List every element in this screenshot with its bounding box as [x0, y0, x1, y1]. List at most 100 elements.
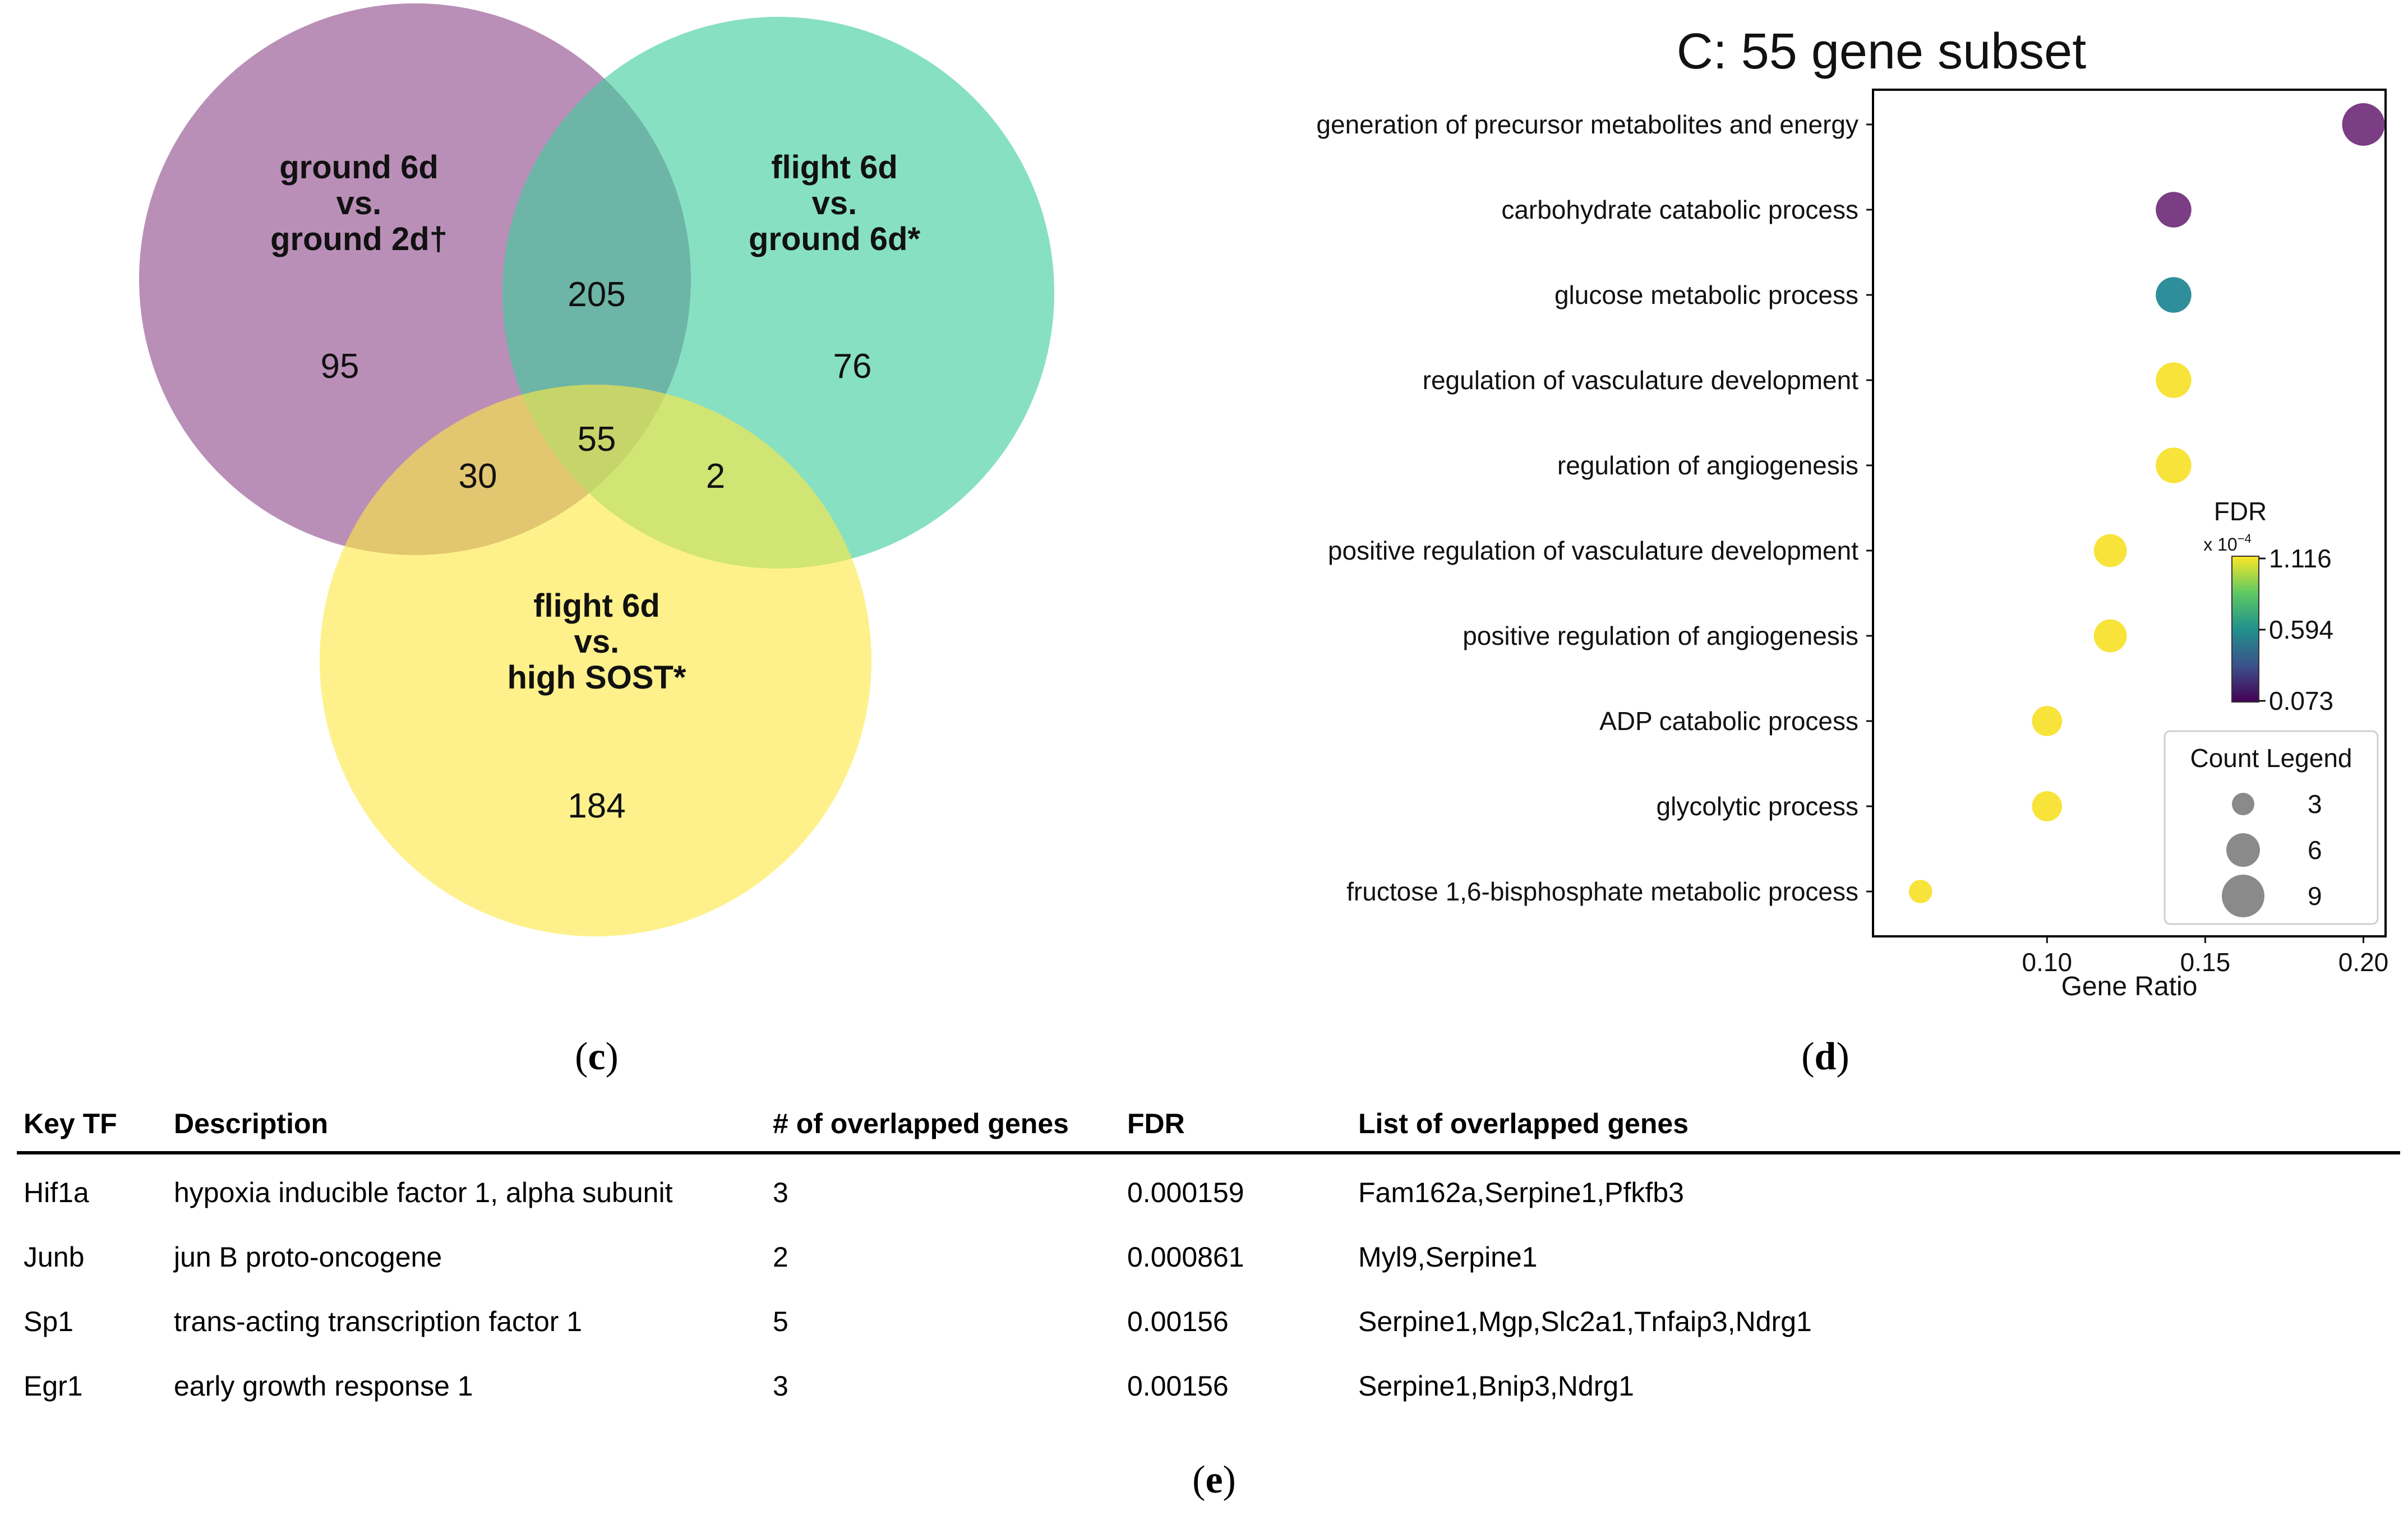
- venn-set3-label-line1: flight 6d: [533, 588, 660, 624]
- count-legend-title: Count Legend: [2190, 743, 2352, 773]
- category-label: positive regulation of angiogenesis: [1463, 621, 1858, 650]
- colorbar-multiplier-exponent: −4: [2238, 532, 2252, 546]
- venn-count-flight-ground-and-sost: 2: [706, 457, 725, 496]
- column-header-fdr: FDR: [1127, 1108, 1185, 1139]
- y-ticks: [1866, 123, 1873, 893]
- column-header-overlapped-genes: List of overlapped genes: [1358, 1108, 1689, 1139]
- category-labels: generation of precursor metabolites and …: [1316, 110, 1858, 906]
- data-point: [1908, 880, 1932, 903]
- table-cell: trans-acting transcription factor 1: [174, 1305, 583, 1337]
- dot-plot-chart: C: 55 gene subset generation of precurso…: [1316, 24, 2389, 1001]
- table-cell: 0.000159: [1127, 1176, 1244, 1208]
- venn-circle-flight-6d-vs-high-sost: [320, 385, 871, 936]
- count-legend-label-9: 9: [2308, 881, 2322, 911]
- table-cell: 0.00156: [1127, 1370, 1229, 1402]
- table-row: Egr1 early growth response 1 3 0.00156 S…: [17, 1354, 2400, 1418]
- venn-set1-label-line1: ground 6d: [279, 149, 439, 186]
- data-point: [2156, 277, 2192, 313]
- category-label: fructose 1,6-bisphosphate metabolic proc…: [1346, 877, 1858, 906]
- venn-set2-label-line2: vs.: [812, 185, 857, 221]
- venn-count-ground-and-flight-ground: 205: [568, 275, 625, 314]
- venn-set1-label-line3: ground 2d†: [270, 221, 448, 257]
- colorbar-gradient: [2231, 556, 2259, 703]
- column-header-key-tf: Key TF: [24, 1108, 117, 1139]
- count-legend-marker-6: [2226, 833, 2260, 867]
- venn-set3-label-line2: vs.: [574, 623, 620, 660]
- category-label: positive regulation of vasculature devel…: [1328, 536, 1858, 565]
- colorbar-tick-min: 0.073: [2269, 686, 2333, 715]
- data-point: [2156, 447, 2192, 483]
- table-cell: early growth response 1: [174, 1370, 473, 1402]
- category-label: regulation of vasculature development: [1423, 366, 1859, 395]
- panel-label-e-letter: e: [1205, 1458, 1223, 1502]
- table-cell: Myl9,Serpine1: [1358, 1241, 1538, 1273]
- data-point: [2093, 619, 2127, 653]
- table-cell: 3: [773, 1176, 788, 1208]
- table-row: Hif1a hypoxia inducible factor 1, alpha …: [17, 1153, 2400, 1225]
- data-point: [2093, 534, 2127, 567]
- x-axis-label: Gene Ratio: [2061, 972, 2198, 1001]
- venn-diagram: ground 6d vs. ground 2d† flight 6d vs. g…: [139, 3, 1054, 936]
- table-cell: 5: [773, 1305, 788, 1337]
- data-point: [2032, 791, 2063, 821]
- category-label: carbohydrate catabolic process: [1501, 195, 1858, 224]
- panel-label-d-letter: d: [1814, 1035, 1837, 1078]
- data-point: [2156, 192, 2192, 228]
- panel-label-c-letter: c: [588, 1035, 606, 1078]
- category-label: glucose metabolic process: [1554, 280, 1858, 310]
- count-legend-label-6: 6: [2308, 835, 2322, 865]
- panel-label-d: (d): [1801, 1035, 1849, 1078]
- x-tick-label: 0.10: [2022, 948, 2073, 977]
- colorbar-multiplier: x 10−4: [2203, 532, 2252, 555]
- data-point: [2156, 362, 2192, 398]
- colorbar-title: FDR: [2214, 497, 2267, 526]
- venn-count-flight-ground-only: 76: [833, 347, 872, 386]
- table-cell: Serpine1,Mgp,Slc2a1,Tnfaip3,Ndrg1: [1358, 1305, 1812, 1337]
- table-row: Sp1 trans-acting transcription factor 1 …: [17, 1289, 2400, 1354]
- x-tick-label: 0.15: [2180, 948, 2231, 977]
- table-cell: jun B proto-oncogene: [174, 1241, 442, 1273]
- data-point: [2342, 103, 2385, 146]
- venn-set1-label-line2: vs.: [336, 185, 382, 221]
- column-header-description: Description: [174, 1108, 329, 1139]
- table-cell: 0.00156: [1127, 1305, 1229, 1337]
- table-cell: 3: [773, 1370, 788, 1402]
- category-label: ADP catabolic process: [1599, 706, 1858, 736]
- count-legend-box: [2163, 730, 2379, 925]
- venn-set2-label-line1: flight 6d: [771, 149, 898, 186]
- count-legend-marker-9: [2222, 875, 2264, 917]
- data-point: [2032, 706, 2063, 736]
- x-axis-ticks: 0.10 0.15 0.20: [2022, 936, 2389, 977]
- colorbar-tick-mid: 0.594: [2269, 615, 2333, 644]
- panel-label-c: (c): [575, 1035, 619, 1078]
- count-legend-label-3: 3: [2308, 789, 2322, 819]
- column-header-overlapped-count: # of overlapped genes: [773, 1108, 1069, 1139]
- table-cell: Serpine1,Bnip3,Ndrg1: [1358, 1370, 1634, 1402]
- table-cell: Fam162a,Serpine1,Pfkfb3: [1358, 1176, 1684, 1208]
- table-cell: Hif1a: [24, 1176, 89, 1208]
- panel-label-e: (e): [1192, 1458, 1236, 1502]
- transcription-factor-table: Key TF Description # of overlapped genes…: [17, 1107, 2400, 1418]
- venn-count-sost-only: 184: [568, 787, 625, 825]
- venn-count-all-three: 55: [578, 420, 616, 459]
- table-cell: hypoxia inducible factor 1, alpha subuni…: [174, 1176, 673, 1208]
- table-cell: 0.000861: [1127, 1241, 1244, 1273]
- table-cell: 2: [773, 1241, 788, 1273]
- data-points: [1908, 103, 2385, 903]
- category-label: glycolytic process: [1657, 792, 1858, 821]
- venn-count-ground-only: 95: [321, 347, 359, 386]
- table-cell: Sp1: [24, 1305, 73, 1337]
- table-cell: Egr1: [24, 1370, 83, 1402]
- venn-set2-label-line3: ground 6d*: [749, 221, 921, 257]
- table-cell: Junb: [24, 1241, 85, 1273]
- x-tick-label: 0.20: [2338, 948, 2389, 977]
- venn-set3-label-line3: high SOST*: [508, 659, 686, 696]
- plot-frame: [1872, 89, 2387, 937]
- chart-title: C: 55 gene subset: [1677, 24, 2087, 80]
- count-legend-marker-3: [2232, 793, 2254, 815]
- colorbar-multiplier-base: x 10: [2203, 534, 2237, 555]
- category-label: generation of precursor metabolites and …: [1316, 110, 1858, 139]
- colorbar-tick-max: 1.116: [2269, 544, 2332, 573]
- venn-count-ground-and-sost: 30: [459, 457, 497, 496]
- table-header-row: Key TF Description # of overlapped genes…: [17, 1107, 2400, 1153]
